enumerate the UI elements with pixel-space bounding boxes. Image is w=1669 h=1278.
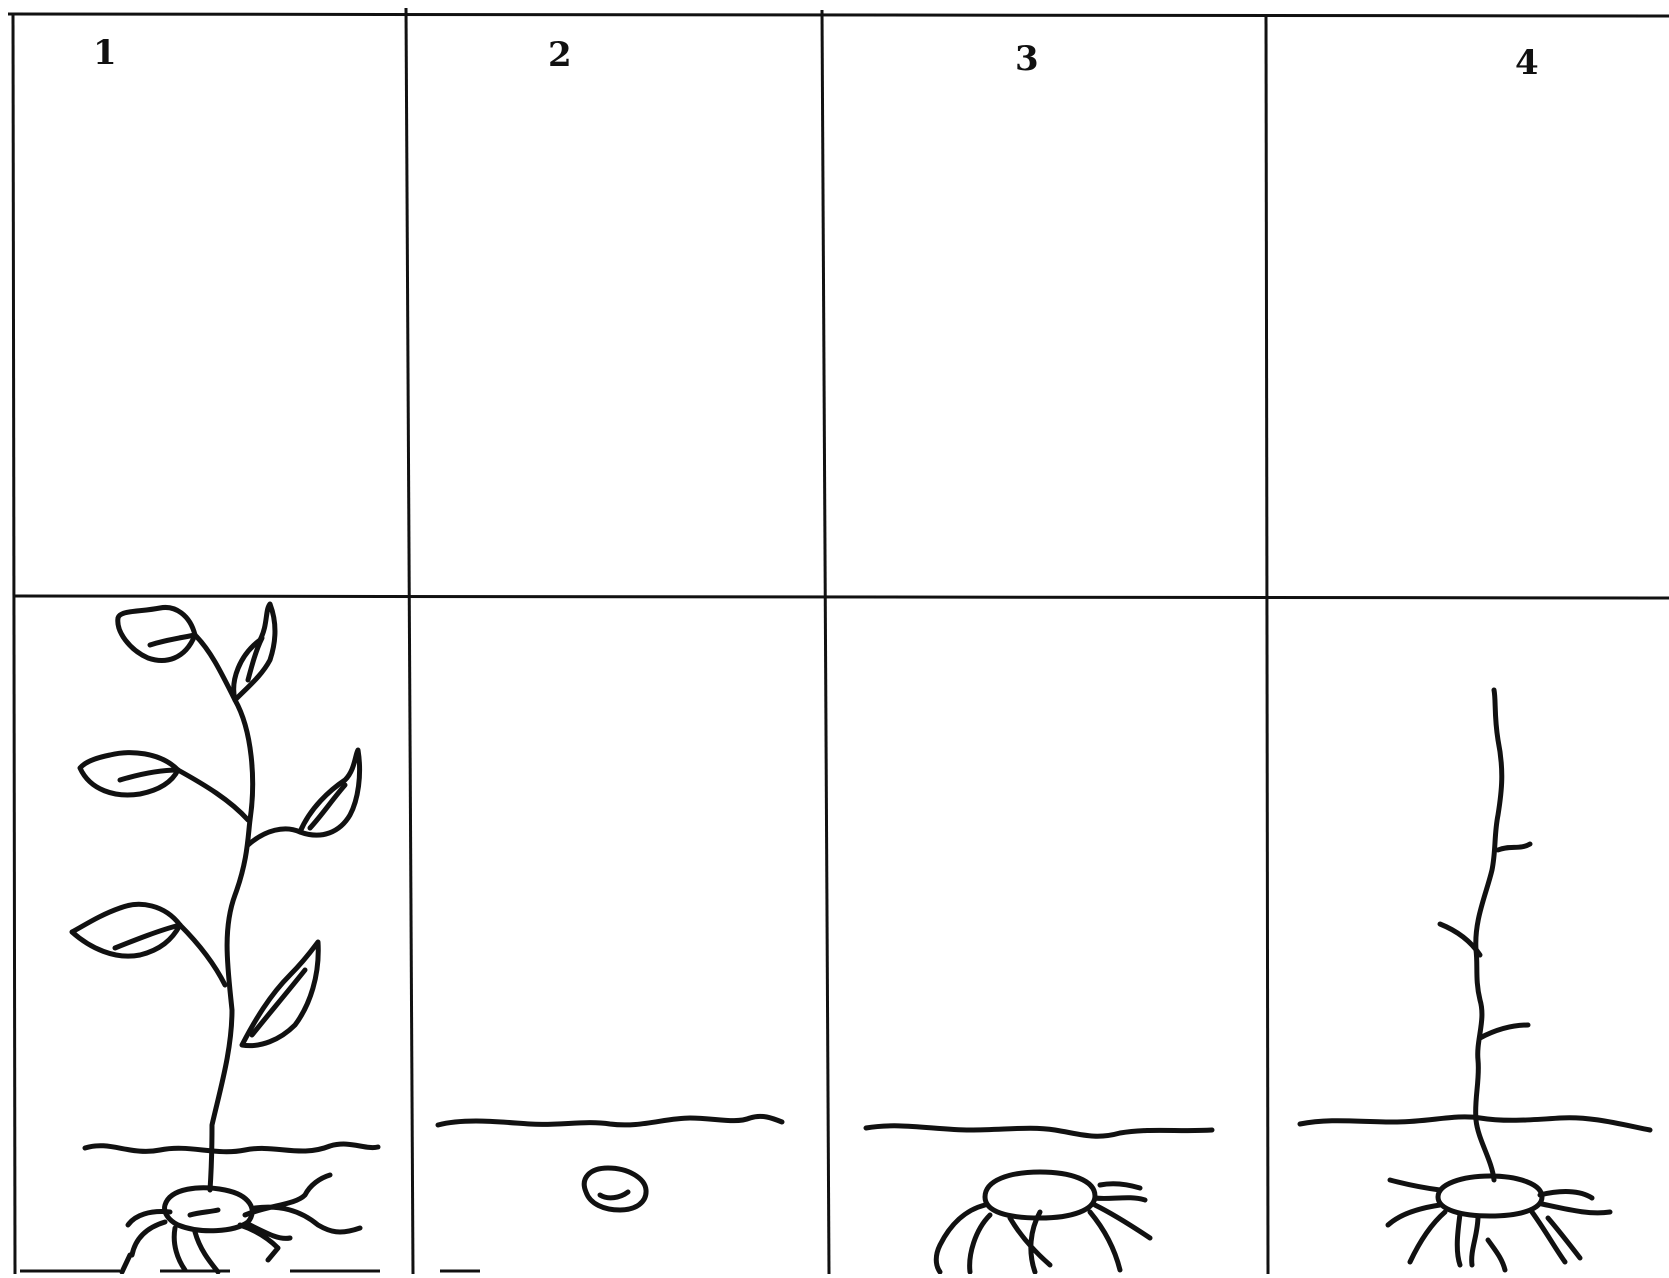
seed-4 <box>1438 1176 1542 1216</box>
sprout-branch-upper <box>1498 844 1530 850</box>
leaf-mid-right <box>300 750 360 835</box>
seed-2-curl <box>600 1192 628 1198</box>
seed-2 <box>584 1168 646 1210</box>
divider-3-4 <box>1266 14 1268 1274</box>
horizontal-divider <box>13 596 1669 598</box>
leaf-low-left-stem <box>180 925 225 985</box>
divider-2-3 <box>822 10 829 1274</box>
leaf-mid-left <box>80 753 178 795</box>
sprout-stem <box>1476 690 1502 1180</box>
leaf-top-left <box>118 607 195 660</box>
soil-line-1 <box>85 1144 378 1152</box>
divider-1-2 <box>406 8 413 1274</box>
seed-1-mark <box>190 1210 218 1215</box>
panel-4-sprout-with-roots <box>1300 690 1650 1270</box>
leaf-mid-left-stem <box>178 770 248 820</box>
panel-number-2: 2 <box>548 38 572 72</box>
panel-number-4: 4 <box>1515 46 1539 80</box>
top-border <box>8 14 1669 16</box>
roots-4 <box>1388 1180 1610 1270</box>
panel-number-1: 1 <box>93 36 117 70</box>
soil-line-2 <box>438 1116 782 1125</box>
main-stem <box>195 635 253 1190</box>
sprout-branch-lower <box>1480 1025 1528 1038</box>
leaf-mid-right-stem <box>248 829 300 845</box>
roots-3 <box>936 1184 1150 1272</box>
soil-line-3 <box>866 1126 1212 1136</box>
roots-1 <box>122 1175 360 1272</box>
left-border <box>13 14 15 1274</box>
panel-3-seed-with-roots <box>866 1126 1212 1272</box>
panel-2-seed-in-soil <box>438 1116 782 1210</box>
panel-number-3: 3 <box>1015 42 1039 76</box>
panel-1-grown-plant <box>72 604 378 1272</box>
